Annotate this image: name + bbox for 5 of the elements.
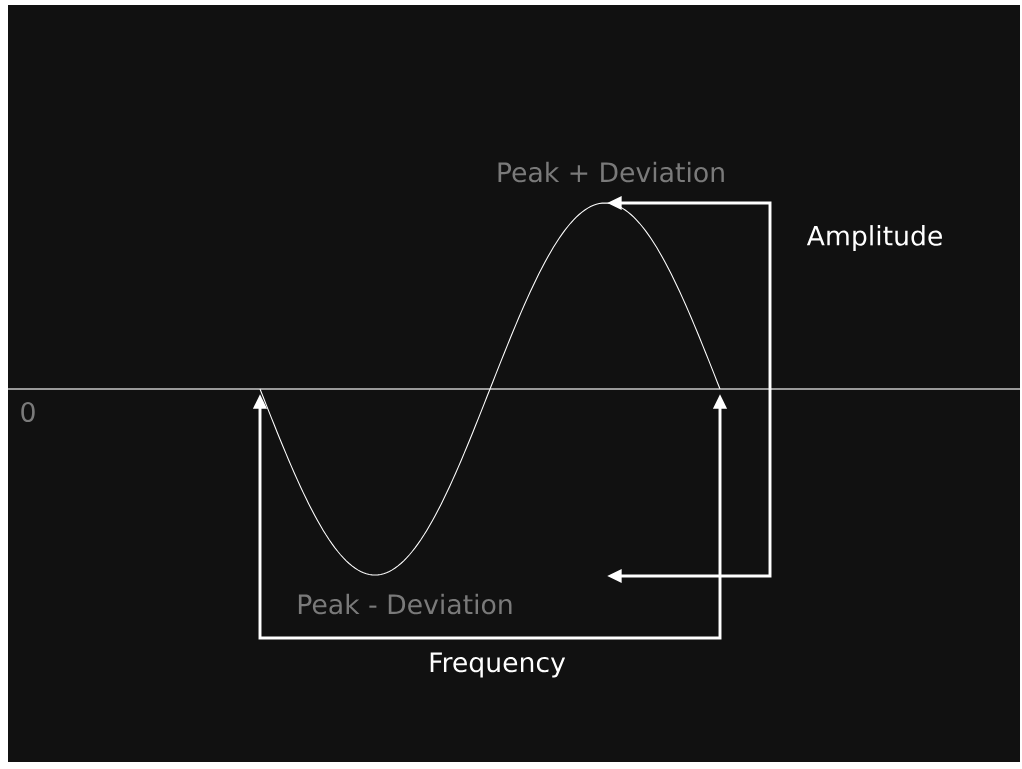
text-label: Peak + Deviation <box>498 161 724 183</box>
text-label: Peak - Deviation <box>298 593 512 615</box>
text-label: Amplitude <box>806 225 942 251</box>
axis-label: 0 <box>21 401 35 423</box>
text-label: Frequency <box>430 652 566 678</box>
